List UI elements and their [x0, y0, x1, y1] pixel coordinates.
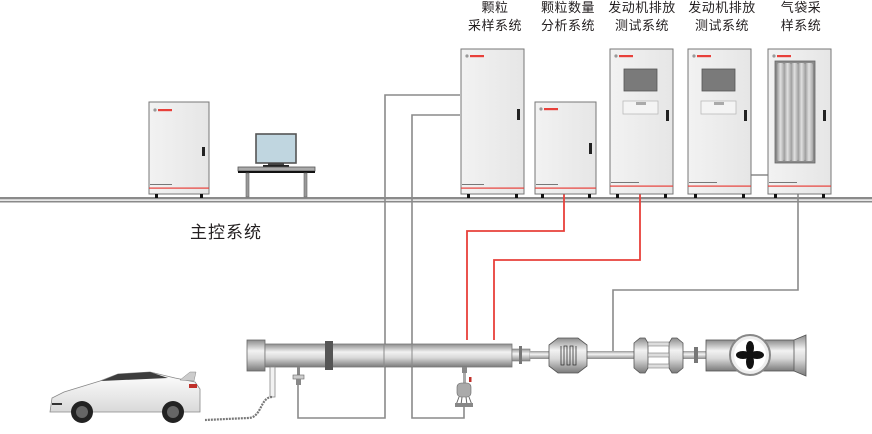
brand-logo [619, 55, 633, 58]
brand-logo [470, 55, 484, 58]
exhaust-transfer-tube [204, 366, 276, 422]
dilution-air-valve [292, 367, 305, 385]
test-vehicle[interactable] [49, 371, 201, 423]
label-emission-test-2-line2: 测试系统 [694, 19, 749, 34]
door-handle-icon [202, 147, 205, 156]
emission-test-cabinet-2[interactable] [687, 48, 752, 198]
label-emission-test-2-line1: 发动机排放 [688, 1, 756, 16]
display-screen [701, 68, 736, 92]
door-handle-icon [666, 110, 669, 121]
label-particle-sampling-line1: 颗粒 [481, 1, 509, 16]
heated-line-emission [493, 193, 641, 340]
label-bag-sampling-line1: 气袋采 [780, 1, 822, 16]
label-emission-test-1-line2: 测试系统 [614, 19, 669, 34]
mixing-orifice [325, 341, 333, 370]
door-handle-icon [823, 110, 826, 121]
door-handle-icon [744, 110, 747, 121]
label-emission-test-1: 发动机排放 测试系统 [604, 0, 680, 36]
label-particle-sampling: 颗粒 采样系统 [460, 0, 530, 36]
emission-test-cabinet-1[interactable] [609, 48, 674, 198]
label-particle-count: 颗粒数量 分析系统 [535, 0, 601, 36]
label-emission-test-1-line1: 发动机排放 [608, 1, 676, 16]
brand-logo [158, 109, 172, 112]
blower-fan[interactable] [705, 334, 807, 377]
heat-exchanger[interactable] [548, 337, 588, 374]
heated-line-particle-count [466, 193, 565, 340]
floor-rail [0, 197, 872, 203]
brand-logo [697, 55, 711, 58]
label-main-control: 主控系统 [190, 223, 262, 243]
dilution-tunnel[interactable] [246, 339, 513, 372]
computer-workstation[interactable] [237, 133, 316, 198]
sample-line-dilution [297, 94, 465, 419]
particle-count-cabinet[interactable] [534, 101, 597, 198]
label-particle-count-line1: 颗粒数量 [540, 1, 595, 16]
sample-bags-icon [777, 63, 813, 161]
brand-logo [777, 55, 791, 58]
particle-filter-assembly [455, 367, 473, 407]
display-screen [623, 68, 658, 92]
label-particle-sampling-line2: 采样系统 [467, 19, 522, 34]
exhaust-pipe [511, 346, 706, 364]
bag-sampling-cabinet[interactable] [767, 48, 832, 198]
main-control-cabinet[interactable] [148, 101, 210, 198]
door-handle-icon [589, 143, 592, 154]
particle-sampling-cabinet[interactable] [460, 48, 525, 198]
venturi-array[interactable] [633, 337, 684, 374]
monitor-icon [255, 133, 297, 164]
label-particle-count-line2: 分析系统 [540, 19, 595, 34]
label-bag-sampling-line2: 样系统 [780, 19, 822, 34]
label-bag-sampling: 气袋采 样系统 [770, 0, 832, 36]
fan-icon [736, 341, 764, 369]
label-emission-test-2: 发动机排放 测试系统 [684, 0, 760, 36]
brand-logo [544, 108, 558, 111]
door-handle-icon [517, 109, 520, 120]
